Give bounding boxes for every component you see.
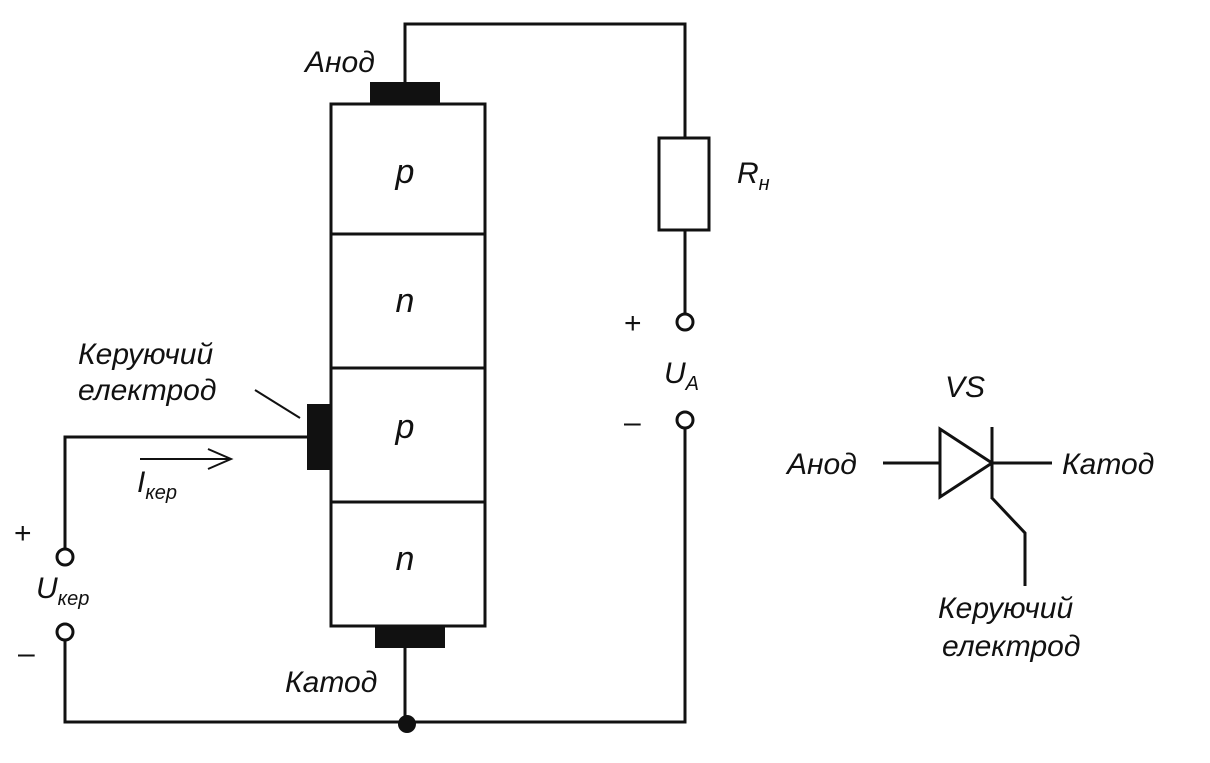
gate-current-arrow — [140, 448, 234, 470]
gate-wire — [63, 435, 307, 549]
layer-label-3: p — [395, 408, 415, 446]
anode-electrode — [370, 82, 440, 104]
symbol-gate-lead — [990, 496, 1027, 586]
anode-wire — [403, 22, 687, 138]
symbol-gate-label-line2: електрод — [942, 630, 1080, 663]
anode-supply-return-wire — [405, 428, 687, 724]
symbol-triangle — [938, 426, 995, 500]
anode-supply-plus-terminal — [675, 312, 695, 332]
layer-label-4: n — [396, 540, 415, 578]
gate-label-line2: електрод — [78, 374, 216, 407]
thyristor-structure: p n p n — [307, 82, 487, 648]
anode-supply-minus-terminal — [675, 410, 695, 430]
cathode-label: Катод — [285, 666, 377, 699]
layer-label-2: n — [396, 282, 415, 320]
gate-electrode — [307, 404, 331, 470]
gate-supply-return-wire — [63, 640, 405, 724]
gate-current-label: Iкер — [137, 466, 177, 504]
anode-supply-minus-sign: – — [624, 406, 641, 439]
load-resistor-label: Rн — [737, 157, 770, 195]
load-resistor — [657, 136, 711, 232]
layer-p-lower — [329, 366, 487, 504]
symbol-gate-label-line1: Керуючий — [938, 592, 1073, 625]
layer-p-top — [329, 102, 487, 236]
layer-label-1: p — [395, 153, 415, 191]
gate-supply-minus-sign: – — [18, 637, 35, 670]
junction-dot — [398, 715, 416, 733]
anode-supply-label: UA — [664, 357, 699, 395]
layer-n-bottom — [329, 500, 487, 628]
gate-supply-minus-terminal — [55, 622, 75, 642]
gate-supply-label: Uкер — [36, 572, 89, 610]
thyristor-symbol — [883, 426, 1052, 586]
symbol-cathode-label: Катод — [1062, 448, 1154, 481]
gate-supply-plus-terminal — [55, 547, 75, 567]
cathode-electrode — [375, 626, 445, 648]
layer-n-upper — [329, 232, 487, 370]
anode-label: Анод — [303, 46, 375, 79]
anode-supply-plus-sign: + — [624, 307, 642, 340]
gate-supply-plus-sign: + — [14, 517, 32, 550]
symbol-designator: VS — [945, 371, 985, 404]
gate-label-line1: Керуючий — [78, 338, 213, 371]
gate-label-leader — [254, 389, 301, 419]
circuit-wires — [63, 22, 687, 733]
symbol-anode-label: Анод — [785, 448, 857, 481]
